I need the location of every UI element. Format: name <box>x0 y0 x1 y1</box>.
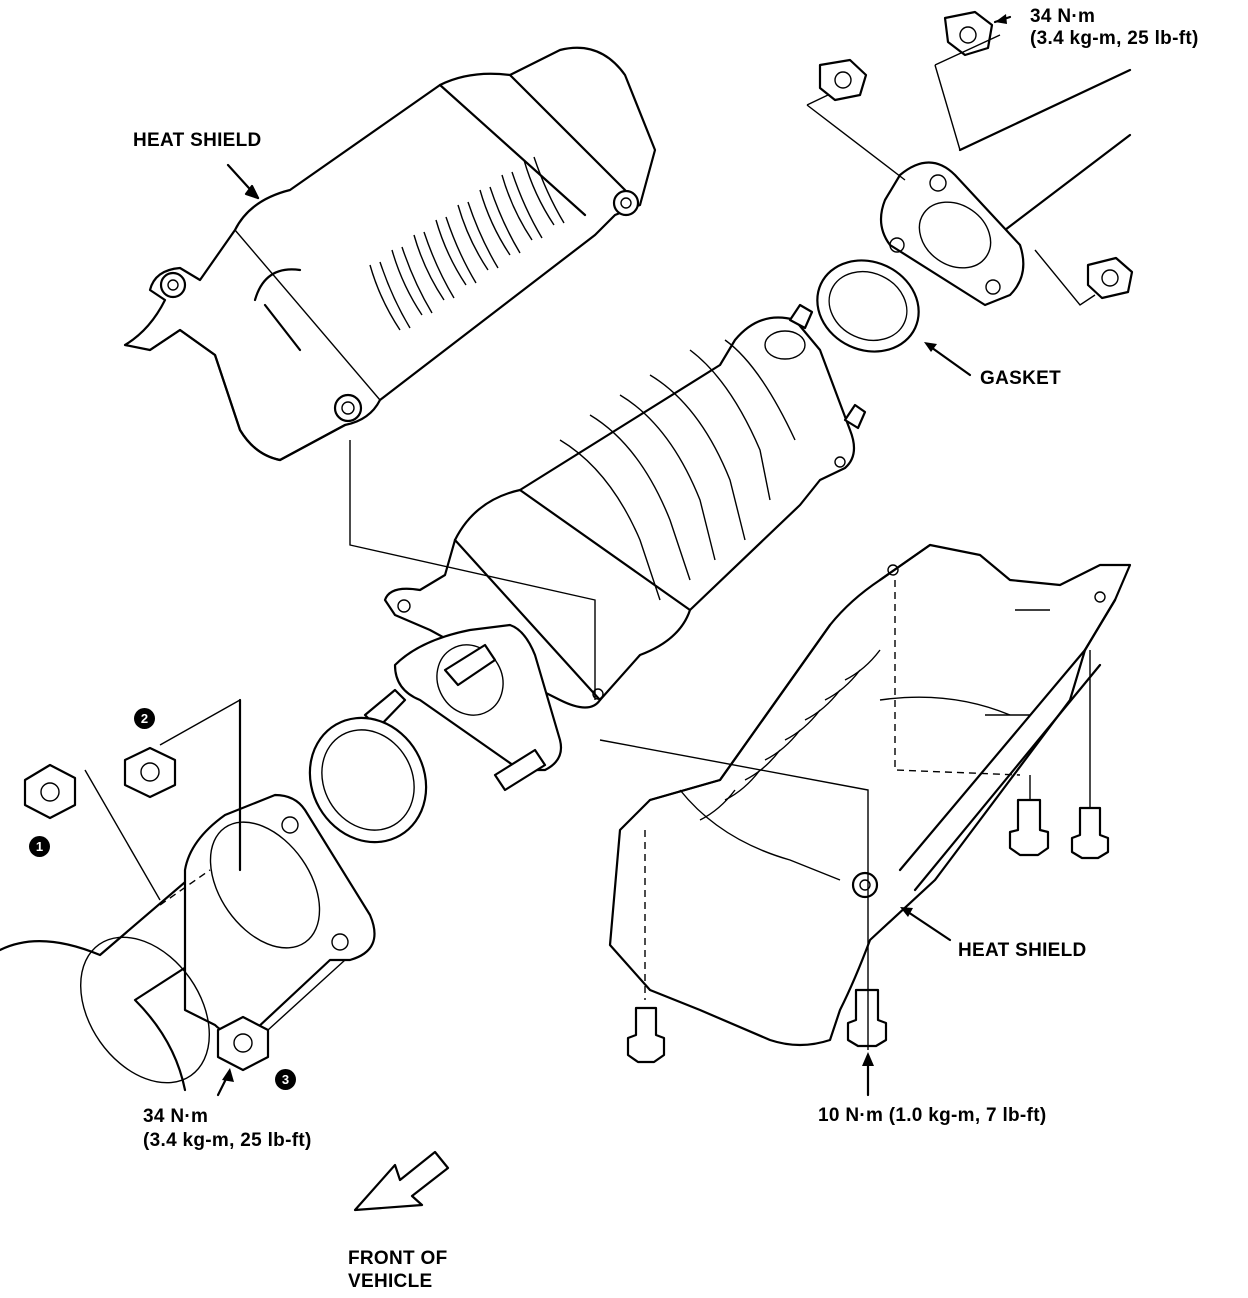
heat-shield-lower-label: HEAT SHIELD <box>958 940 1087 961</box>
front-of-vehicle-line2: VEHICLE <box>348 1271 433 1292</box>
torque-top-line2: (3.4 kg-m, 25 lb-ft) <box>1030 28 1199 49</box>
torque-left-line2: (3.4 kg-m, 25 lb-ft) <box>143 1130 312 1151</box>
front-pipe <box>0 698 376 1097</box>
heat-shield-upper-label: HEAT SHIELD <box>133 130 262 151</box>
callout-3: 3 <box>275 1069 296 1090</box>
torque-bolts-label: 10 N·m (1.0 kg-m, 7 lb-ft) <box>818 1105 1047 1126</box>
front-arrow-icon <box>353 1150 450 1212</box>
shield-bolts <box>626 798 1110 1064</box>
callout-2: 2 <box>134 708 155 729</box>
rear-pipe-flange <box>806 10 1134 307</box>
upper-heat-shield <box>123 46 657 462</box>
callout-1: 1 <box>29 836 50 857</box>
gasket-label: GASKET <box>980 368 1061 389</box>
lower-gasket <box>308 716 428 844</box>
upper-gasket <box>816 259 972 377</box>
torque-left-line1: 34 N·m <box>143 1106 209 1127</box>
front-of-vehicle-line1: FRONT OF <box>348 1248 448 1269</box>
torque-top-line1: 34 N·m <box>1030 6 1096 27</box>
lower-heat-shield <box>349 440 1132 1097</box>
